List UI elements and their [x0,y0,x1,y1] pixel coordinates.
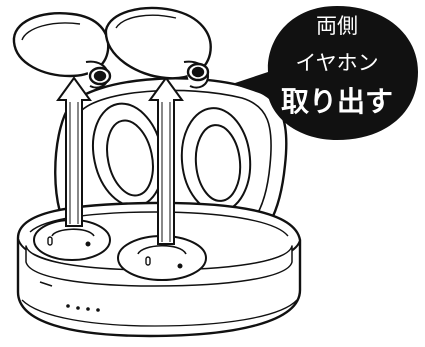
up-arrow-icon [148,76,184,245]
earbud-right [104,6,212,89]
callout-bubble [232,6,418,140]
callout-line-2: イヤホン [295,51,379,75]
callout-line-3: 取り出す [280,85,393,118]
earbud-left [12,12,112,89]
up-arrow-icon [56,76,92,227]
callout-line-1: 両側 [316,14,358,38]
